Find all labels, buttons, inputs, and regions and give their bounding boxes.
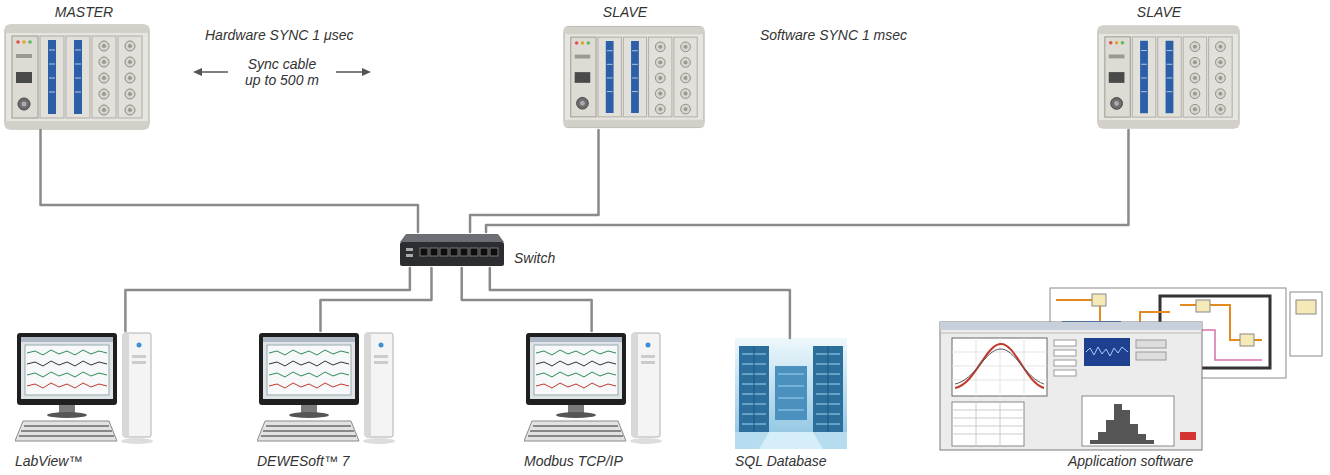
node-caption: Modbus TCP/IP — [524, 453, 623, 469]
sync-note: Sync cable up to 500 m — [240, 56, 324, 88]
computer-icon — [524, 333, 662, 444]
node-caption: Application software — [1068, 453, 1193, 469]
node-caption: Switch — [514, 250, 555, 266]
node-caption: SLAVE — [1137, 4, 1181, 20]
network-cable — [486, 130, 1128, 232]
slave-device: SLAVE — [1097, 24, 1240, 130]
switch-icon — [400, 234, 504, 266]
label-anchor: Software SYNC 1 msec — [760, 27, 907, 43]
computer-icon — [257, 333, 395, 444]
daq-device — [1098, 26, 1239, 128]
network-cable — [41, 130, 418, 232]
computer: Modbus TCP/IP — [524, 331, 662, 449]
sync-note: Hardware SYNC 1 μsec — [205, 27, 354, 43]
node-caption: SLAVE — [603, 4, 647, 20]
node-caption: DEWESoft™ 7 — [257, 453, 350, 469]
network-cable — [462, 268, 592, 331]
network-cable — [470, 130, 598, 232]
network-cable — [320, 268, 431, 331]
node-caption: MASTER — [55, 4, 113, 20]
label-anchor: Sync cable up to 500 m — [240, 56, 324, 88]
label-anchor: Hardware SYNC 1 μsec — [205, 27, 354, 43]
database-server: SQL Database — [735, 338, 847, 449]
node-caption: SQL Database — [735, 453, 827, 469]
computer-icon — [15, 333, 153, 444]
computer: LabView™ — [15, 331, 153, 449]
slave-device: SLAVE — [563, 24, 705, 130]
software-screenshot — [940, 288, 1322, 450]
node-caption: LabView™ — [15, 453, 82, 469]
master-device: MASTER — [4, 24, 150, 130]
computer: DEWESoft™ 7 — [257, 331, 395, 449]
server-room-icon — [735, 338, 847, 449]
application-window: Application software — [940, 286, 1325, 449]
daq-device — [5, 25, 149, 129]
network-cable — [490, 268, 790, 338]
sync-note: Software SYNC 1 msec — [760, 27, 907, 43]
network-switch: Switch — [398, 232, 506, 268]
daq-device — [564, 26, 704, 127]
